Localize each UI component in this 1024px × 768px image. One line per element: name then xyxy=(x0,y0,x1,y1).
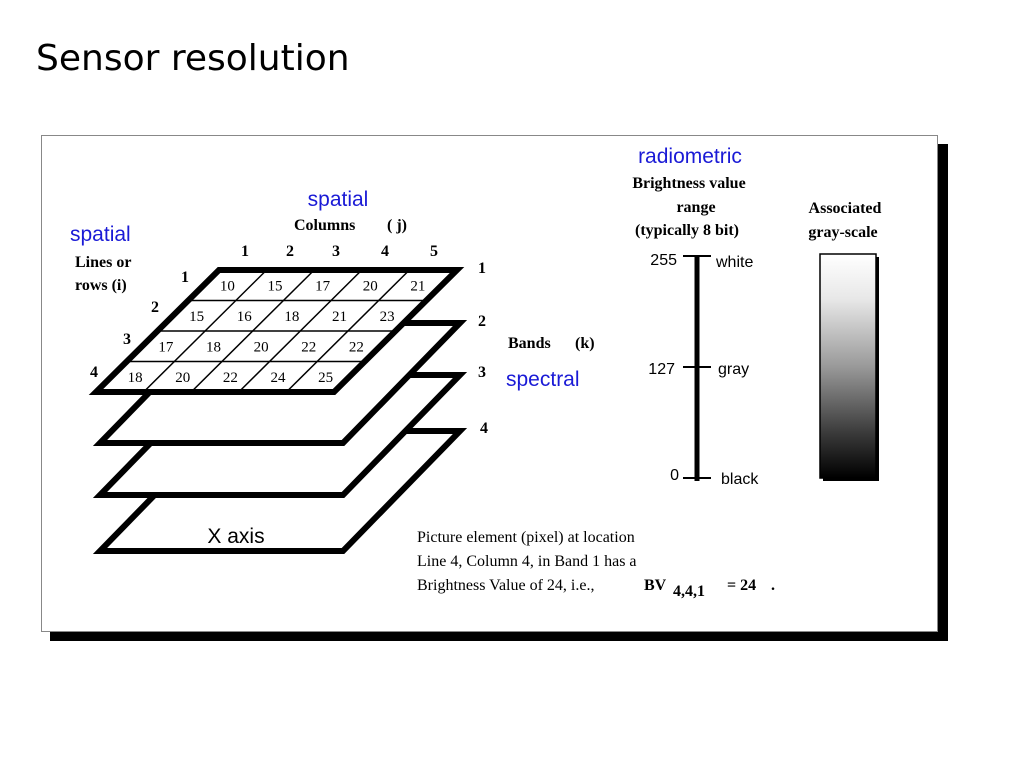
pixel-value: 20 xyxy=(175,370,190,386)
grid-column-line xyxy=(143,269,268,393)
bv-range-line1: Brightness value xyxy=(632,175,745,192)
gray-scale-bar xyxy=(819,253,877,479)
pixel-value: 20 xyxy=(363,278,378,294)
bv-range-line3: (typically 8 bit) xyxy=(635,222,739,239)
pixel-value: 15 xyxy=(268,278,283,294)
scale-name-white: white xyxy=(715,254,753,271)
bands-k-label: (k) xyxy=(575,335,595,352)
pixel-value: 20 xyxy=(254,339,269,355)
scale-value: 255 xyxy=(650,252,677,269)
spatial-label-rows: spatial xyxy=(70,223,131,246)
caption-line3: Brightness Value of 24, i.e., xyxy=(417,577,594,594)
row-number: 1 xyxy=(181,269,189,286)
rows-i-label: rows (i) xyxy=(75,277,127,294)
caption-line1: Picture element (pixel) at location xyxy=(417,529,635,546)
pixel-value: 17 xyxy=(315,278,331,294)
pixel-value: 18 xyxy=(128,370,143,386)
pixel-value: 22 xyxy=(223,370,238,386)
pixel-value: 22 xyxy=(349,339,364,355)
grid-column-line xyxy=(238,269,363,393)
slide-title: Sensor resolution xyxy=(36,38,350,79)
pixel-value: 21 xyxy=(410,278,425,294)
band-number: 3 xyxy=(478,364,486,381)
bv-period: . xyxy=(771,577,775,594)
row-number: 3 xyxy=(123,331,131,348)
pixel-value: 21 xyxy=(332,309,347,325)
columns-j-label: ( j) xyxy=(387,217,407,234)
bv-subscript: 4,4,1 xyxy=(673,583,705,600)
pixel-value: 10 xyxy=(220,278,235,294)
column-number: 1 xyxy=(241,243,249,260)
spatial-label-columns: spatial xyxy=(308,188,369,211)
caption-line2: Line 4, Column 4, in Band 1 has a xyxy=(417,553,637,570)
row-number: 2 xyxy=(151,299,159,316)
band-number: 2 xyxy=(478,313,486,330)
scale-name-gray: gray xyxy=(718,361,749,378)
column-number: 4 xyxy=(381,243,389,260)
pixel-value: 22 xyxy=(301,339,316,355)
bands-label: Bands xyxy=(508,335,551,352)
grid-column-line xyxy=(190,269,315,393)
pixel-value: 16 xyxy=(237,309,253,325)
bv-notation: BV xyxy=(644,577,667,594)
pixel-value: 24 xyxy=(270,370,286,386)
pixel-value: 23 xyxy=(380,309,395,325)
spectral-label: spectral xyxy=(506,368,580,391)
associated-line2: gray-scale xyxy=(808,224,877,241)
pixel-value: 15 xyxy=(189,309,204,325)
bv-equals: = 24 xyxy=(727,577,756,594)
bv-range-line2: range xyxy=(676,199,715,216)
band-number: 1 xyxy=(478,260,486,277)
associated-line1: Associated xyxy=(809,200,882,217)
radiometric-label: radiometric xyxy=(638,145,742,168)
column-number: 2 xyxy=(286,243,294,260)
scale-value: 127 xyxy=(648,361,675,378)
pixel-grid xyxy=(126,269,427,393)
lines-or-label: Lines or xyxy=(75,254,131,271)
pixel-value: 17 xyxy=(158,339,174,355)
scale-value: 0 xyxy=(670,467,679,484)
pixel-value: 18 xyxy=(284,309,299,325)
scale-name-black: black xyxy=(721,471,759,488)
column-number: 5 xyxy=(430,243,438,260)
pixel-value: 25 xyxy=(318,370,333,386)
band-number: 4 xyxy=(480,420,488,437)
row-number: 4 xyxy=(90,364,98,381)
columns-label: Columns xyxy=(294,217,355,234)
x-axis-label: X axis xyxy=(207,525,264,548)
column-number: 3 xyxy=(332,243,340,260)
pixel-value: 18 xyxy=(206,339,221,355)
grid-column-line xyxy=(285,269,410,393)
